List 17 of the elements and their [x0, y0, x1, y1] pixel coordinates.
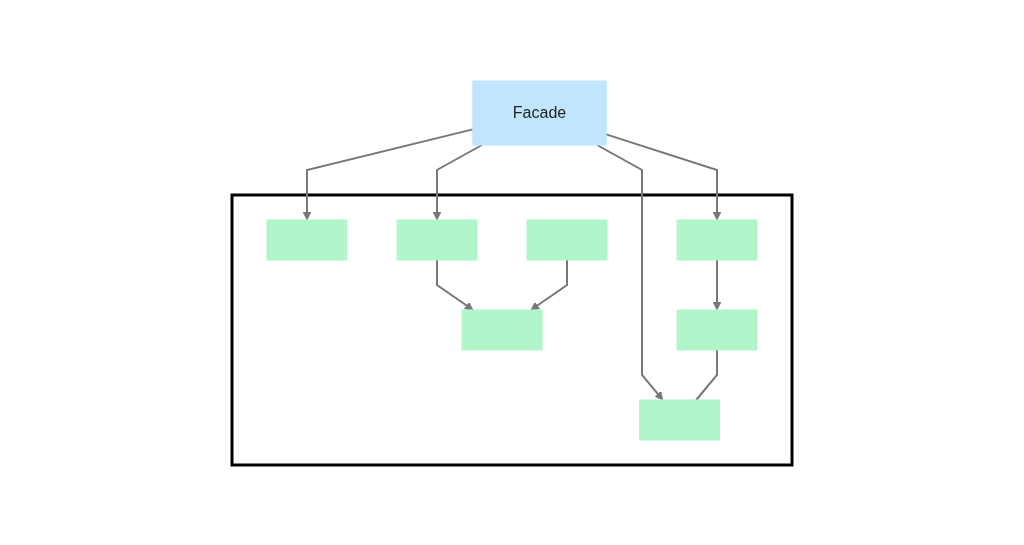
node-box: [396, 219, 478, 260]
arrow: [436, 258, 474, 310]
arrow: [712, 258, 722, 310]
arrow: [302, 127, 474, 220]
arrow: [432, 143, 483, 220]
cluster: [230, 193, 794, 466]
node-box: [639, 399, 720, 440]
arrow: [530, 258, 568, 310]
node-box: Facade: [472, 80, 607, 145]
arrow: [596, 143, 664, 400]
node-box: [461, 309, 543, 350]
arrow: [605, 132, 722, 220]
node-box: [266, 219, 348, 260]
connector: [695, 348, 718, 401]
node-box: [526, 219, 608, 260]
node-box: [676, 309, 758, 350]
node-box: [676, 219, 758, 260]
